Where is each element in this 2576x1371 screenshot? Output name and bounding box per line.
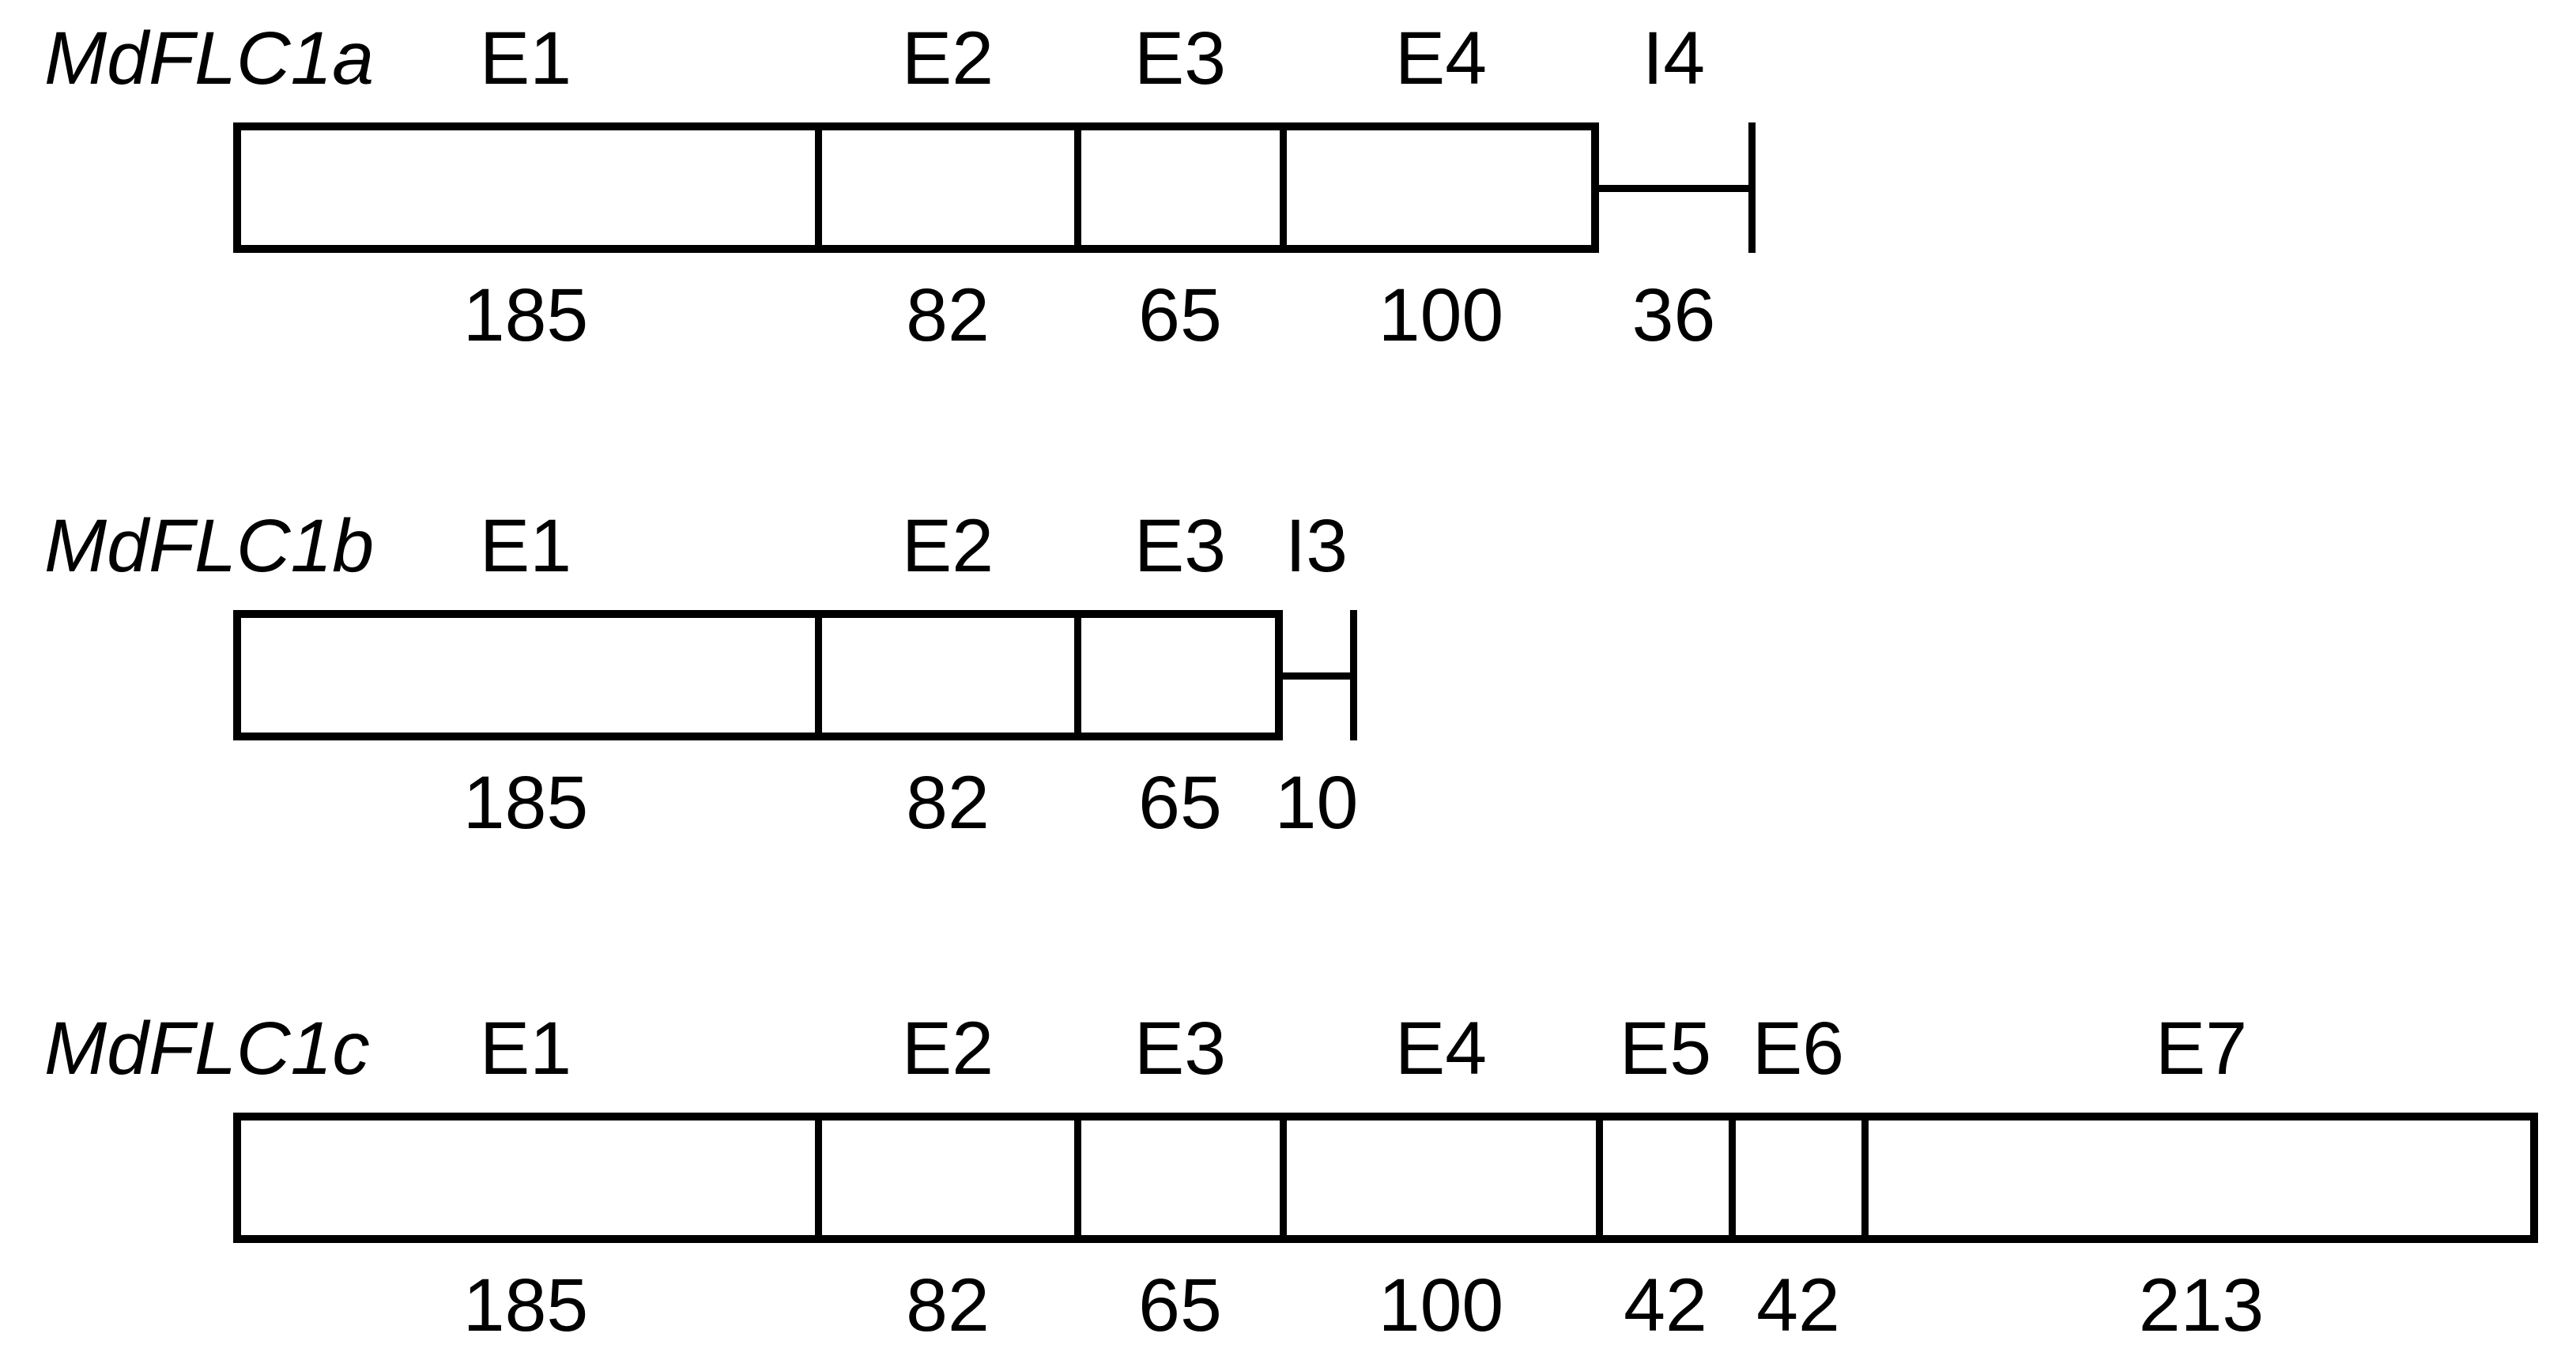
intron-endcap	[1350, 610, 1357, 740]
exon-label: E1	[479, 1007, 572, 1090]
exon-divider	[815, 1113, 822, 1243]
intron-line	[1283, 672, 1350, 680]
exon-divider	[1074, 610, 1081, 740]
intron-endcap	[1748, 122, 1756, 253]
exon-label: E1	[479, 17, 572, 100]
exon-divider	[1280, 122, 1287, 253]
exon-divider	[1596, 1113, 1603, 1243]
exon-label: E2	[901, 1007, 994, 1090]
exon-label: E4	[1394, 17, 1488, 100]
exon-label: E1	[479, 504, 572, 588]
exon-length: 82	[906, 1264, 990, 1347]
exon-box	[233, 610, 1283, 740]
exon-length: 82	[906, 761, 990, 845]
intron-line	[1599, 184, 1748, 192]
gene-name: MdFLC1a	[44, 17, 375, 100]
exon-box	[233, 1113, 2538, 1243]
exon-length: 213	[2138, 1264, 2265, 1347]
intron-label: I4	[1642, 17, 1706, 100]
exon-box	[233, 122, 1599, 253]
exon-length: 65	[1138, 761, 1222, 845]
exon-label: E3	[1133, 504, 1227, 588]
exon-length: 65	[1138, 273, 1222, 357]
exon-length: 185	[462, 1264, 589, 1347]
intron-length: 36	[1631, 273, 1716, 357]
gene-name: MdFLC1b	[44, 504, 375, 588]
exon-length: 82	[906, 273, 990, 357]
gene-name: MdFLC1c	[44, 1007, 370, 1090]
exon-label: E2	[901, 504, 994, 588]
exon-length: 65	[1138, 1264, 1222, 1347]
exon-divider	[1074, 122, 1081, 253]
exon-label: E5	[1619, 1007, 1712, 1090]
exon-label: E3	[1133, 1007, 1227, 1090]
exon-divider	[1074, 1113, 1081, 1243]
exon-length: 185	[462, 273, 589, 357]
intron-length: 10	[1274, 761, 1359, 845]
exon-label: E4	[1394, 1007, 1488, 1090]
exon-divider	[1861, 1113, 1869, 1243]
exon-length: 42	[1624, 1264, 1707, 1347]
exon-length: 185	[462, 761, 589, 845]
exon-length: 42	[1756, 1264, 1840, 1347]
exon-length: 100	[1378, 1264, 1504, 1347]
exon-label: E7	[2155, 1007, 2248, 1090]
exon-divider	[815, 122, 822, 253]
exon-divider	[1729, 1113, 1736, 1243]
exon-label: E3	[1133, 17, 1227, 100]
exon-length: 100	[1378, 273, 1504, 357]
exon-label: E2	[901, 17, 994, 100]
exon-divider	[815, 610, 822, 740]
intron-label: I3	[1284, 504, 1348, 588]
exon-label: E6	[1752, 1007, 1845, 1090]
exon-divider	[1280, 1113, 1287, 1243]
